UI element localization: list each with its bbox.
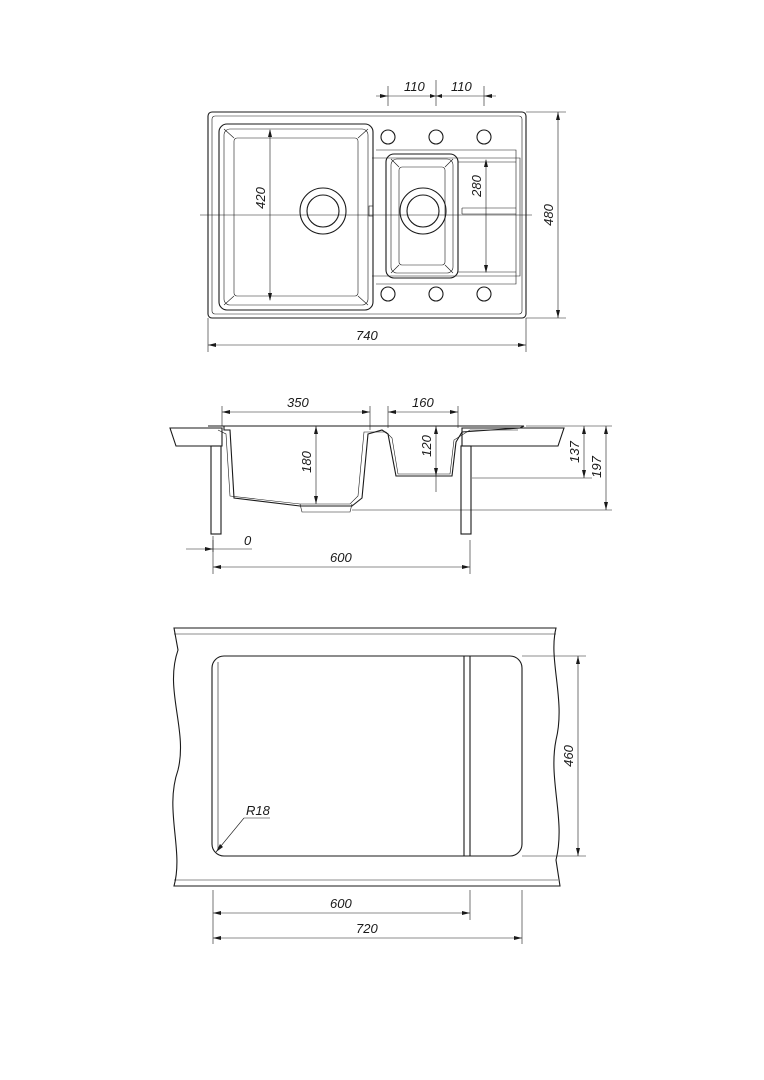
dim-label: 120 — [419, 434, 434, 456]
dim-label: 110 — [404, 79, 425, 94]
dim-offset: 0 — [186, 533, 252, 552]
dim-label: 600 — [330, 896, 352, 911]
dim-label: 460 — [561, 744, 576, 766]
dim-cabinet-width: 600 — [212, 540, 471, 574]
dim-label: 600 — [330, 550, 352, 565]
cabinet-wall-left — [210, 445, 222, 535]
cabinet-wall-right — [460, 445, 472, 535]
dim-cutout-depth: 460 — [522, 655, 586, 857]
dim-cabinet-width-cutout: 600 — [212, 890, 471, 920]
dim-small-bowl-height: 120 — [419, 426, 438, 492]
dim-height-137: 137 — [567, 426, 586, 478]
dim-label: 280 — [469, 174, 484, 197]
tap-hole-icon — [476, 129, 492, 145]
dim-label: 137 — [567, 440, 582, 462]
sink-profile-inner — [217, 429, 518, 505]
dim-height-197: 197 — [589, 426, 608, 510]
dim-cutout-width: 720 — [212, 890, 523, 944]
dim-small-bowl-depth: 280 — [469, 159, 488, 273]
dim-label: 420 — [253, 186, 268, 208]
countertop-left — [169, 427, 223, 447]
dim-corner-radius: R18 — [215, 803, 271, 853]
dim-overall-width: 740 — [207, 318, 527, 352]
countertop-right — [461, 427, 565, 447]
dim-label: 0 — [244, 533, 252, 548]
dim-label: 110 — [451, 79, 472, 94]
tap-hole-icon — [380, 286, 396, 302]
top-view: 110 110 420 280 480 — [200, 79, 566, 352]
cutout-outline — [211, 655, 523, 857]
dim-main-bowl-width: 350 — [221, 395, 371, 430]
tap-hole-icon — [428, 286, 444, 302]
dim-label: 160 — [412, 395, 434, 410]
dim-label: 350 — [287, 395, 309, 410]
small-bowl — [372, 149, 521, 285]
small-drain-icon — [399, 187, 447, 235]
section-view: 350 160 180 120 — [169, 395, 612, 574]
dim-label: 720 — [356, 921, 378, 936]
cutout-view: R18 460 600 720 — [172, 627, 586, 944]
dim-label: 180 — [299, 450, 314, 472]
tap-holes — [380, 129, 492, 302]
dim-label: 480 — [541, 203, 556, 225]
dim-label: R18 — [246, 803, 271, 818]
dim-main-bowl-depth: 420 — [253, 129, 272, 301]
main-bowl — [218, 123, 374, 311]
tap-hole-icon — [428, 129, 444, 145]
dim-hole-spacing: 110 110 — [376, 79, 496, 106]
dim-overall-depth: 480 — [526, 111, 566, 319]
dim-main-bowl-height: 180 — [299, 426, 318, 504]
main-drain-icon — [299, 187, 347, 235]
tap-hole-icon — [380, 129, 396, 145]
countertop-outline — [172, 627, 561, 887]
sink-profile-outer — [208, 425, 525, 507]
dim-label: 197 — [589, 455, 604, 477]
dim-label: 740 — [356, 328, 378, 343]
tap-hole-icon — [476, 286, 492, 302]
overflow-slot — [368, 205, 374, 217]
dim-small-bowl-width: 160 — [387, 395, 459, 428]
